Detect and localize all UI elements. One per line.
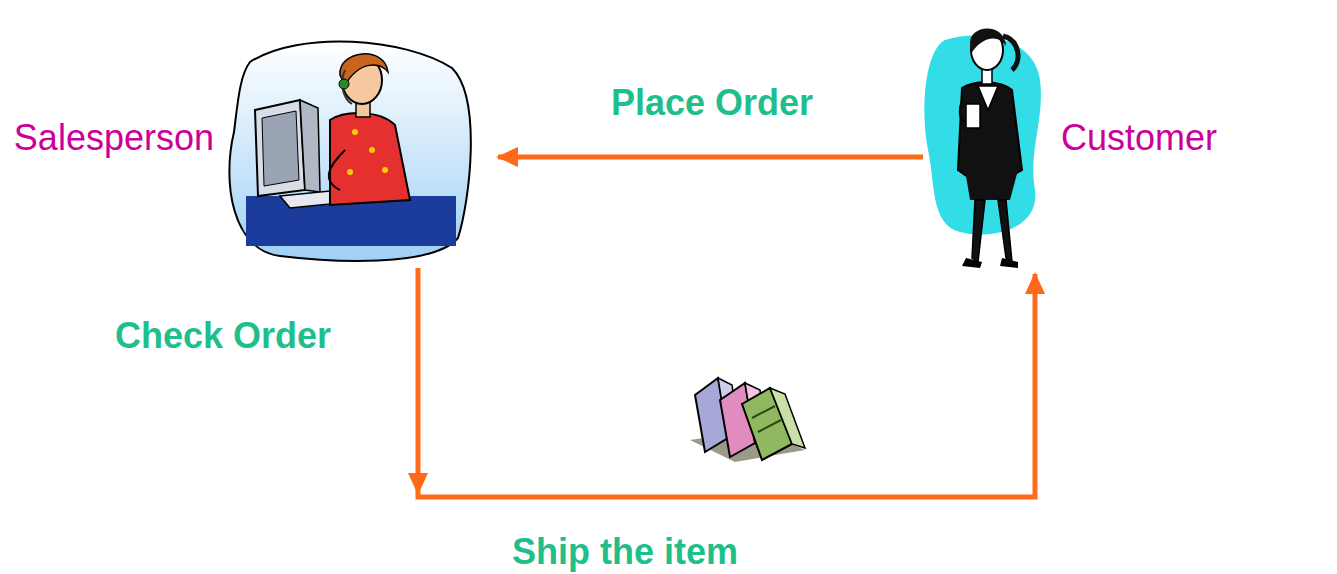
customer-picture <box>924 29 1041 268</box>
arrowhead <box>408 473 428 495</box>
role-label: Customer <box>1061 118 1217 158</box>
person-node: Customer <box>925 20 1047 272</box>
books-icon <box>690 378 805 462</box>
flow-arrow <box>498 155 923 160</box>
person-node: Salesperson <box>228 40 498 264</box>
edge-label: Place Order <box>611 83 813 123</box>
role-label: Salesperson <box>14 118 214 158</box>
salesperson-picture <box>229 41 470 260</box>
step-label: Check Order <box>115 316 331 356</box>
flow-arrow <box>418 268 1035 497</box>
edge-label: Ship the item <box>512 532 738 572</box>
